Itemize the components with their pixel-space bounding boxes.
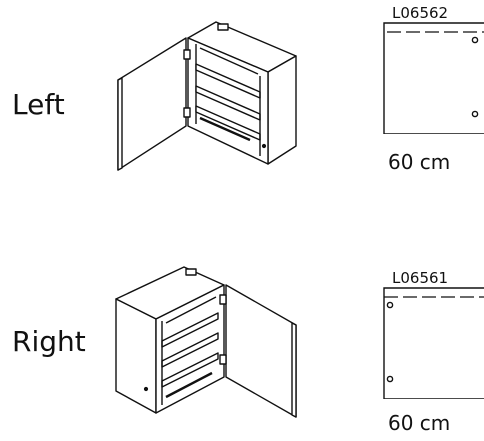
hinge-plan-icon	[383, 22, 484, 134]
cabinet-door-right-icon	[100, 265, 300, 425]
hinge-plan-icon	[383, 287, 484, 399]
product-code: L06562	[392, 4, 449, 22]
cabinet-door-left-icon	[100, 14, 300, 189]
width-label: 60 cm	[388, 411, 451, 435]
product-code: L06561	[392, 269, 449, 287]
width-label: 60 cm	[388, 150, 451, 174]
right-variant: Right L06561 60 cm	[0, 221, 484, 441]
left-variant: Left L06562 60 cm	[0, 0, 484, 220]
side-label: Right	[12, 325, 86, 358]
side-label: Left	[12, 88, 65, 121]
